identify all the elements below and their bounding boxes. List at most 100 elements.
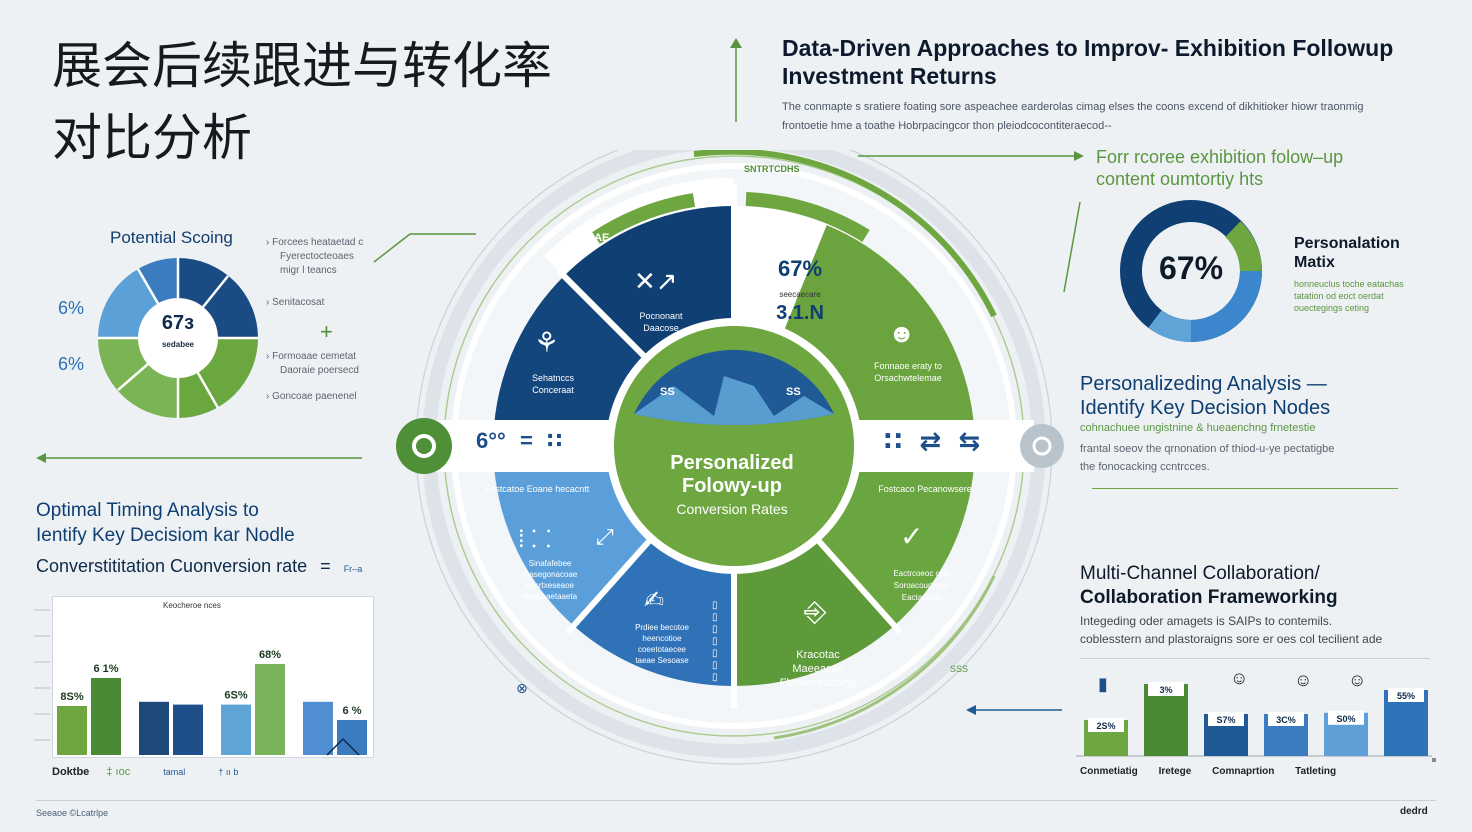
- dot-marker: [1432, 758, 1436, 762]
- timing-bar-label: 6 1%: [93, 663, 118, 675]
- check-icon: ✓: [900, 521, 924, 552]
- collab-bar-label: S7%: [1216, 715, 1235, 725]
- timing-bar-label: 6 %: [343, 705, 362, 717]
- wheel-br-text: Eactrcoeoc cete Soroacourtoeas Eactarlae…: [893, 569, 951, 602]
- category-label: Iretege: [1158, 766, 1192, 777]
- clipboard-icon: ⁞ ⸬: [518, 526, 552, 553]
- wheel-left-arm: 6°° = ∷: [476, 428, 563, 453]
- potential-left-label-bottom: 6%: [58, 354, 85, 374]
- timing-bar-label: 68%: [259, 649, 281, 661]
- collab-bar-label-bg: [1388, 688, 1424, 702]
- wheel-green-band-right: SS: [786, 386, 801, 398]
- potential-donut-chart: [98, 258, 258, 418]
- wheel-br-head: Fostcaco Pecanowsere: [878, 484, 972, 494]
- potential-scoring-title: Potential Scoing: [110, 228, 233, 247]
- trend-mark: [326, 737, 360, 756]
- legend-item: Doktbe: [52, 766, 90, 778]
- left-axis-ticks: [20, 600, 50, 760]
- handshake-icon: ✍: [644, 587, 665, 614]
- timing-bar: [337, 720, 367, 755]
- matrix-title: Personalation Matix: [1294, 235, 1400, 271]
- personalization-value: 67%: [1158, 250, 1224, 286]
- wheel-seg-tr-value: 67%: [777, 256, 823, 281]
- analysis-divider: [1092, 488, 1398, 489]
- conversion-rate-label: Converstititation Cuonversion rate = Fr–…: [36, 556, 363, 576]
- analysis-title: Personalizeding Analysis — Identify Key …: [1080, 373, 1331, 419]
- collab-bar-label: 3%: [1159, 685, 1172, 695]
- bullet-item: Daoraie poersecd: [280, 365, 359, 376]
- pointer-arrow-icon: [373, 233, 476, 263]
- potential-left-label-top: 6%: [58, 298, 85, 318]
- person-icon: ☺: [1230, 668, 1249, 688]
- wheel-right-arm: ∷ ⇄ ⇆: [884, 426, 981, 456]
- timing-bar: [91, 678, 121, 755]
- collab-left-arrow-icon: [966, 705, 1062, 715]
- conversion-wheel: [396, 150, 1064, 765]
- timing-bar: [303, 701, 333, 755]
- timing-bar-label: 6S%: [224, 690, 247, 702]
- timing-bar-label: 8S%: [60, 691, 83, 703]
- analysis-description: frantal soeov the qrnonation of thiod-u-…: [1080, 443, 1335, 473]
- category-label: Comnaprtion: [1212, 766, 1275, 777]
- footer-left: Seeaoe ©Lcatrlpe: [36, 808, 109, 818]
- scan-icon: ⎆: [804, 596, 827, 627]
- timing-title: Optimal Timing Analysis to Ientify Key D…: [36, 500, 295, 546]
- followup-content-title: Forr rcoree exhibition folow–up content …: [1096, 147, 1344, 189]
- timing-bars: 8S% 6 1% 6S% 68% 6 %: [57, 649, 367, 756]
- timing-bar: [173, 704, 203, 755]
- wheel-bbr-text: Kracotac Maeeacae Florkwceatlaing: [779, 649, 857, 689]
- timing-bar: [139, 701, 169, 755]
- collab-bar-label: 3C%: [1276, 715, 1296, 725]
- timing-bar: [57, 706, 87, 755]
- bullet-item: Fyerectocteoaes: [280, 251, 354, 262]
- person-icon: ☺: [1348, 670, 1367, 690]
- wheel-seg-top-label: Pocnonant Daacose: [639, 311, 683, 333]
- category-label: Conmetiatig: [1080, 766, 1138, 777]
- page-title: 展会后续跟进与转化率 对比分析: [52, 30, 652, 174]
- timing-bar-chart: Keocheroe nces 8S%6 1%6S%68%6 %: [52, 596, 374, 758]
- report-title: Data-Driven Approaches to Improv- Exhibi…: [782, 35, 1394, 89]
- left-arrow-icon: [36, 453, 362, 463]
- legend-item: † ıı b: [218, 767, 239, 777]
- timing-bar: [221, 704, 251, 755]
- collab-bar-label-bg: [1148, 682, 1184, 696]
- collab-bar-label-bg: [1208, 712, 1244, 726]
- wheel-seg-r-label: Fonnaoe eraty to Orsachwtelemae: [873, 361, 943, 383]
- wheel-bottom-code: SSS: [950, 664, 969, 674]
- potential-center-value: 67з: [161, 312, 195, 334]
- bullet-item: › Forcees heataetad c: [266, 237, 364, 248]
- collab-bar-label: 55%: [1397, 691, 1415, 701]
- right-arrow-icon: [858, 151, 1084, 161]
- collab-description: Integeding oder amagets is SAIPs to cont…: [1080, 614, 1383, 646]
- vertical-dots: ▯▯▯▯▯: [710, 256, 716, 315]
- plus-icon: +: [320, 319, 333, 344]
- collab-bar-chart: 2S%3%S7%3C%S0%55%: [1076, 682, 1432, 757]
- bullet-item: › Formoaae cemetat: [266, 351, 357, 362]
- up-arrow-icon: [730, 38, 742, 122]
- chain-icon: ⊗: [516, 680, 528, 696]
- tools-icon: ⤢: [596, 524, 614, 549]
- collab-bar-label: S0%: [1336, 714, 1355, 724]
- wheel-bl-head: Fostcatoe Eoane hecacntt: [484, 484, 590, 494]
- collab-title: Multi-Channel Collaboration/ Collaborati…: [1080, 563, 1338, 608]
- footer-divider: [36, 800, 1436, 801]
- wheel-seg-tr-sub: seecaecare: [779, 290, 821, 299]
- footer-right: dedrd: [1400, 806, 1428, 817]
- report-description: The conmapte s sratiere foating sore asp…: [782, 101, 1364, 132]
- wheel-bl-text: Sinafafebee tnasegonacoae easrtxeseaoe R…: [522, 559, 578, 601]
- legend-item: tamal: [163, 767, 186, 777]
- conversion-tag: Fr–a: [343, 564, 363, 574]
- wheel-green-band-left: SS: [660, 386, 675, 398]
- chart-up-icon: ✕↗: [634, 266, 678, 296]
- left-chart-legend: Doktbe ‡ ıoc tamal † ıı b: [52, 766, 238, 778]
- wheel-top-code: SNTRTCDHS: [744, 164, 800, 174]
- bullet-item: › Senitacosat: [266, 297, 325, 308]
- wheel-bm-text: Prdiee becotoe heencotioe coeetotaecee t…: [635, 623, 689, 665]
- collab-bar-label-bg: [1088, 718, 1124, 732]
- tablet-icon: ▮: [1098, 674, 1108, 694]
- title-line-1: 展会后续跟进与转化率: [52, 37, 552, 95]
- equals-icon: =: [320, 556, 331, 576]
- collab-categories: Conmetiatig Iretege Comnaprtion Tatletin…: [1080, 766, 1336, 777]
- wheel-segment-tag: nT AE: [578, 232, 610, 244]
- personalization-donut: [1120, 200, 1262, 342]
